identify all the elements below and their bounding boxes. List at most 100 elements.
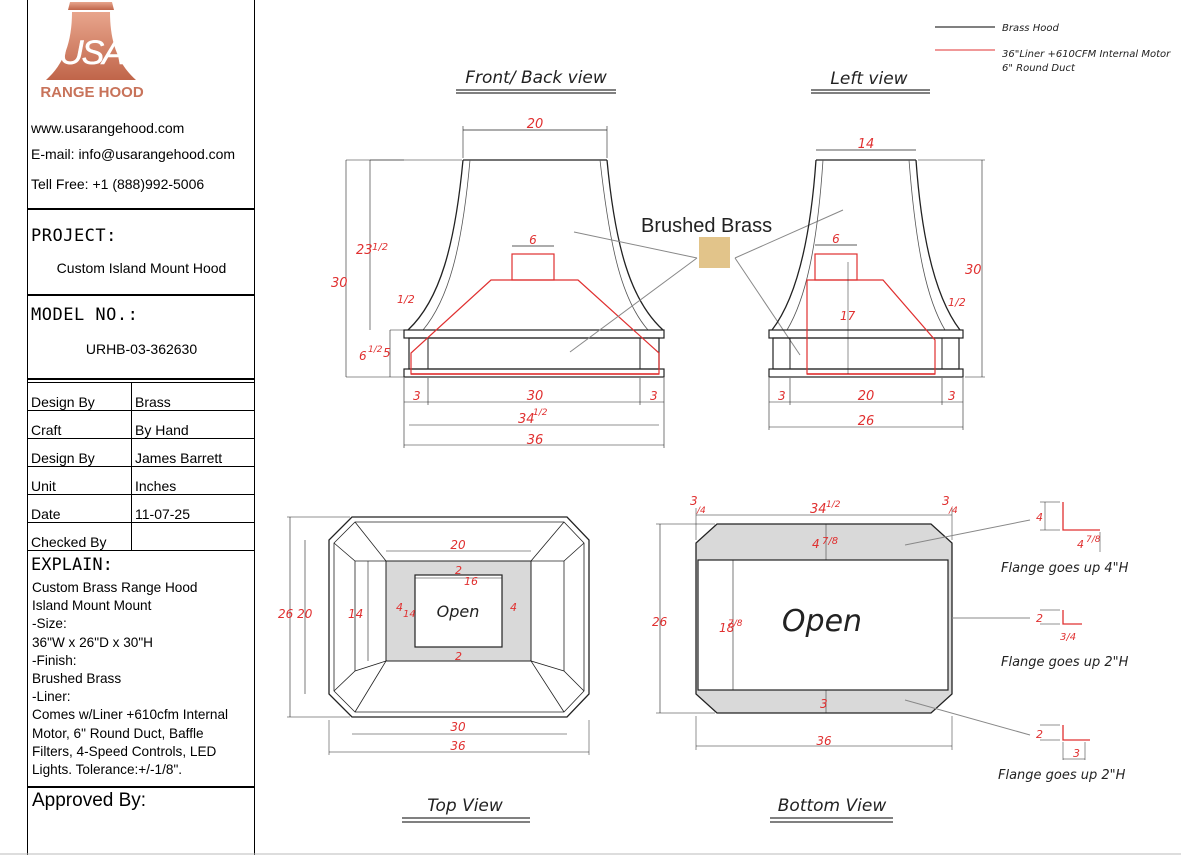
svg-text:30: 30 (331, 276, 348, 291)
flange-details: 4 4 7/8 Flange goes up 4"H 2 3/4 Flange … (998, 501, 1129, 783)
top-view-title: Top View (427, 796, 503, 816)
svg-text:26: 26 (652, 615, 668, 629)
svg-text:6: 6 (359, 349, 367, 363)
flange-b-note: Flange goes up 2"H (1001, 655, 1129, 670)
divider (28, 294, 255, 296)
svg-text:7/8: 7/8 (728, 619, 743, 629)
legend: Brass Hood 36"Liner +610CFM Internal Mot… (935, 23, 1171, 74)
svg-text:1/2: 1/2 (948, 296, 966, 309)
finish-label: Brushed Brass (641, 215, 772, 237)
svg-text:36: 36 (450, 739, 466, 753)
svg-text:4: 4 (396, 601, 403, 614)
usa-range-hood-logo: USA RANGE HOOD (40, 2, 144, 100)
bottom-view: Open 3 /4 34 1/2 3 /4 4 7/8 26 18 7/8 3 … (652, 494, 1031, 750)
front-view-title: Front/ Back view (465, 68, 607, 88)
explain-body: Custom Brass Range Hood Island Mount Mou… (32, 580, 229, 778)
svg-text:3: 3 (948, 389, 956, 403)
svg-text:3: 3 (778, 389, 786, 403)
top-open-label: Open (437, 602, 480, 621)
title-block: USA RANGE HOOD www.usarangehood.com E-ma… (27, 0, 255, 855)
svg-text:3: 3 (1073, 747, 1080, 760)
svg-text:Brass Hood: Brass Hood (1002, 23, 1059, 34)
flange-c-note: Flange goes up 2"H (998, 768, 1126, 783)
project-value: Custom Island Mount Hood (56, 260, 227, 276)
svg-text:3: 3 (690, 494, 698, 508)
email-text: E-mail: info@usarangehood.com (31, 146, 236, 162)
svg-text:20: 20 (527, 117, 544, 132)
svg-text:1/2: 1/2 (533, 408, 548, 418)
finish-callout: Brushed Brass (569, 209, 844, 356)
project-label: PROJECT: (31, 226, 117, 246)
svg-text:26 20: 26 20 (278, 607, 313, 621)
brass-swatch (699, 237, 730, 268)
left-view-title: Left view (830, 69, 907, 89)
svg-text:7/8: 7/8 (1086, 535, 1101, 545)
svg-text:36: 36 (816, 734, 832, 748)
svg-text:1/2: 1/2 (826, 500, 841, 510)
top-view: Open 20 2 16 4 14 4 2 14 26 20 30 36 (278, 516, 590, 755)
svg-text:3: 3 (413, 389, 421, 403)
flange-a-note: Flange goes up 4"H (1001, 561, 1129, 576)
divider (28, 378, 255, 380)
svg-text:3/4: 3/4 (1060, 632, 1076, 643)
svg-text:20: 20 (450, 538, 466, 552)
svg-text:30: 30 (450, 720, 466, 734)
svg-text:36: 36 (527, 433, 544, 448)
phone-text: Tell Free: +1 (888)992-5006 (31, 176, 205, 192)
svg-text:34: 34 (810, 502, 827, 517)
svg-text:2: 2 (455, 650, 462, 663)
svg-text:1/2: 1/2 (397, 293, 415, 306)
svg-text:5: 5 (383, 346, 391, 360)
svg-text:6: 6 (529, 233, 537, 247)
svg-text:14: 14 (348, 607, 363, 621)
svg-text:16: 16 (464, 575, 478, 588)
front-view: 20 6 23 1/2 30 1/2 6 1/2 5 3 30 3 34 1/2… (331, 117, 665, 448)
svg-text:1/2: 1/2 (372, 242, 388, 253)
svg-text:6: 6 (832, 232, 840, 246)
svg-text:2: 2 (455, 564, 462, 577)
website-text: www.usarangehood.com (31, 120, 185, 136)
svg-text:USA: USA (59, 34, 123, 72)
svg-text:6" Round Duct: 6" Round Duct (1002, 63, 1076, 74)
svg-text:4: 4 (1077, 538, 1084, 551)
svg-text:3: 3 (942, 494, 950, 508)
svg-text:1/2: 1/2 (368, 345, 383, 355)
bottom-view-title: Bottom View (778, 796, 887, 816)
svg-text:2: 2 (1036, 728, 1043, 741)
svg-text:34: 34 (518, 412, 535, 427)
view-titles: Front/ Back view Left view Top View Bott… (402, 68, 930, 823)
svg-text:4: 4 (510, 601, 517, 614)
model-label: MODEL NO.: (31, 305, 139, 325)
svg-text:/4: /4 (948, 506, 958, 516)
svg-text:14: 14 (858, 137, 875, 152)
svg-text:26: 26 (858, 414, 875, 429)
table-row: Checked By (28, 522, 255, 551)
svg-text:2: 2 (1036, 612, 1043, 625)
svg-text:3: 3 (650, 389, 658, 403)
bottom-open-label: Open (782, 604, 862, 639)
svg-text:/4: /4 (696, 506, 706, 516)
explain-label: EXPLAIN: (31, 555, 113, 575)
svg-text:20: 20 (858, 389, 875, 404)
svg-text:30: 30 (965, 263, 982, 278)
divider (28, 786, 255, 788)
left-view: 14 6 17 30 1/2 3 20 3 26 (768, 137, 985, 430)
model-value: URHB-03-362630 (85, 341, 198, 357)
svg-text:18: 18 (719, 621, 735, 635)
svg-text:36"Liner +610CFM Internal Moto: 36"Liner +610CFM Internal Motor (1002, 49, 1171, 60)
svg-text:17: 17 (840, 309, 856, 323)
svg-text:3: 3 (820, 697, 828, 711)
svg-text:4: 4 (1036, 511, 1043, 524)
approved-by-label: Approved By: (32, 790, 147, 811)
divider (28, 208, 255, 210)
svg-text:30: 30 (527, 389, 544, 404)
svg-text:7/8: 7/8 (822, 536, 838, 547)
svg-text:23: 23 (356, 243, 373, 258)
svg-text:14: 14 (403, 609, 416, 620)
